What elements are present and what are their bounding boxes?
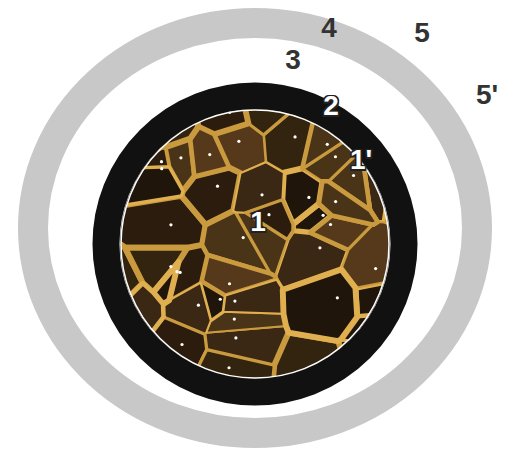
texture-dot <box>336 296 339 299</box>
texture-dot <box>382 355 385 358</box>
texture-dot <box>266 103 269 106</box>
texture-dot <box>197 304 200 307</box>
texture-cell <box>242 100 264 104</box>
texture-cell <box>244 100 305 135</box>
core-rim <box>121 110 389 378</box>
texture-dot <box>326 143 329 146</box>
texture-dot <box>237 140 240 143</box>
texture-dot <box>318 246 321 249</box>
texture-dot <box>160 160 163 163</box>
texture-dot <box>169 265 172 268</box>
texture-dot <box>260 193 263 196</box>
texture-dot <box>179 271 182 274</box>
texture-dot <box>267 213 270 216</box>
outer-grey-ring <box>33 23 477 433</box>
black-ring <box>106 96 404 392</box>
callout-number: 2 <box>323 92 339 120</box>
texture-dot <box>228 282 231 285</box>
texture-dot <box>403 173 406 176</box>
texture-dot <box>307 196 310 199</box>
texture-dot <box>169 223 172 226</box>
core-texture <box>105 90 407 396</box>
texture-dot <box>352 174 355 177</box>
texture-cell <box>376 369 399 388</box>
texture-cell <box>319 181 378 224</box>
callout-number: 5' <box>476 81 498 109</box>
texture-dot <box>402 388 405 391</box>
texture-dot <box>117 376 120 379</box>
texture-dot <box>208 153 211 156</box>
texture-dot <box>105 130 108 133</box>
texture-dot <box>148 140 151 143</box>
texture-cell <box>116 100 162 131</box>
texture-cell <box>111 167 183 208</box>
texture-dot <box>135 106 138 109</box>
texture-dot <box>132 306 135 309</box>
texture-cell <box>111 125 127 183</box>
texture-cell <box>129 147 169 168</box>
texture-cell <box>111 100 121 125</box>
texture-cell <box>283 269 357 341</box>
callout-number: 4 <box>321 14 337 42</box>
texture-dot <box>169 126 172 129</box>
texture-dot <box>215 393 218 396</box>
texture-cell <box>223 280 283 314</box>
texture-dot <box>382 330 385 333</box>
texture-dot <box>175 270 178 273</box>
texture-cell <box>173 372 231 388</box>
texture-cell <box>117 123 164 173</box>
texture-dot <box>374 267 377 270</box>
texture-cell <box>111 374 113 388</box>
callout-number: 5 <box>414 19 430 47</box>
texture-dot <box>216 185 219 188</box>
texture-dot <box>179 156 182 159</box>
texture-cell <box>366 345 399 376</box>
texture-cell <box>182 168 241 225</box>
texture-dot <box>234 336 237 339</box>
callout-number: 1' <box>350 146 372 174</box>
texture-dot <box>227 366 230 369</box>
texture-cell <box>111 342 160 388</box>
texture-dot <box>180 343 183 346</box>
texture-dot <box>329 223 332 226</box>
texture-dot <box>375 359 378 362</box>
texture-dot <box>398 141 401 144</box>
texture-dot <box>322 375 325 378</box>
texture-cell <box>111 283 164 348</box>
texture-dot <box>160 167 163 170</box>
texture-dot <box>381 170 384 173</box>
texture-dot <box>110 377 113 380</box>
texture-cell <box>338 339 388 388</box>
callout-number: 3 <box>285 46 301 74</box>
callout-number: 1 <box>250 208 266 236</box>
texture-dot <box>233 318 236 321</box>
texture-dot <box>242 236 245 239</box>
texture-dot <box>219 298 222 301</box>
texture-cell <box>148 100 198 147</box>
texture-cell <box>246 200 293 240</box>
texture-dot <box>263 90 266 93</box>
texture-dot <box>118 291 121 294</box>
texture-dot <box>322 214 325 217</box>
texture-dot <box>233 299 236 302</box>
texture-dot <box>293 135 296 138</box>
texture-dot <box>334 155 337 158</box>
texture-dot <box>334 200 337 203</box>
texture-dot <box>105 112 108 115</box>
